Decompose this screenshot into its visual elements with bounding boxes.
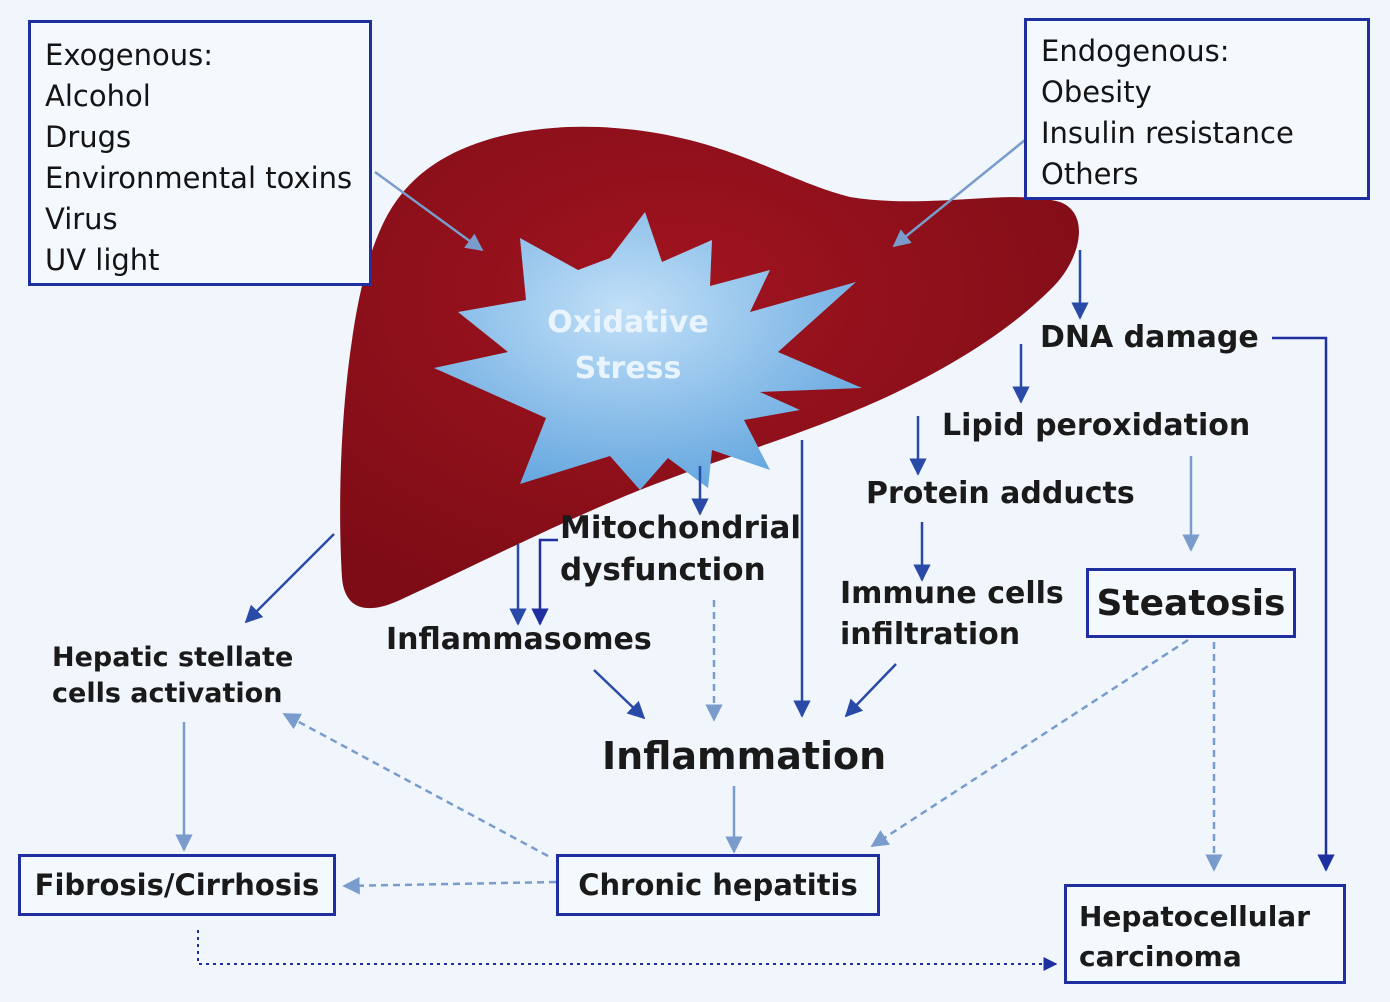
arrow-mito-to-inflammasomes xyxy=(531,538,558,626)
exogenous-item-drugs: Drugs xyxy=(45,120,132,154)
arrow-dna-to-hcc xyxy=(1272,336,1335,872)
arrow-inflammasomes-to-inflammation xyxy=(593,669,646,720)
mitochondrial-line2: dysfunction xyxy=(560,551,766,588)
arrow-endogenous-to-stress xyxy=(892,139,1026,248)
endogenous-item-insulin-resistance: Insulin resistance xyxy=(1041,116,1294,150)
arrow-immune-to-inflammation xyxy=(844,663,897,718)
hcc-line2: carcinoma xyxy=(1079,940,1242,973)
chronic-hepatitis-box: Chronic hepatitis xyxy=(556,854,880,916)
protein-adducts-label: Protein adducts xyxy=(866,476,1135,511)
exogenous-item-environmental-toxins: Environmental toxins xyxy=(45,161,353,195)
endogenous-heading: Endogenous: xyxy=(1041,34,1230,68)
arrow-chronic-to-fibrosis xyxy=(342,876,557,895)
endogenous-item-others: Others xyxy=(1041,157,1139,191)
fibrosis-box: Fibrosis/Cirrhosis xyxy=(18,854,336,916)
immune-line1: Immune cells xyxy=(840,576,1064,611)
immune-line2: infiltration xyxy=(840,616,1021,652)
oxidative-stress-label: Oxidative Stress xyxy=(490,300,766,392)
inflammasomes-label: Inflammasomes xyxy=(386,622,652,657)
hepatic-stellate-label: Hepatic stellate cells activation xyxy=(52,640,293,713)
steatosis-box: Steatosis xyxy=(1086,568,1296,638)
exogenous-item-alcohol: Alcohol xyxy=(45,79,151,113)
dna-damage-label: DNA damage xyxy=(1040,320,1259,355)
exogenous-heading: Exogenous: xyxy=(45,38,213,72)
steatosis-label: Steatosis xyxy=(1096,582,1286,624)
endogenous-item-obesity: Obesity xyxy=(1041,75,1152,109)
mitochondrial-line1: Mitochondrial xyxy=(560,510,802,546)
exogenous-item-uv-light: UV light xyxy=(45,243,160,277)
immune-cells-infiltration-label: Immune cells infiltration xyxy=(840,574,1064,655)
arrow-fibrosis-to-hcc xyxy=(197,930,1058,971)
arrow-chronic-to-hsc xyxy=(282,712,549,858)
hcc-line1: Hepatocellular xyxy=(1079,900,1310,933)
endogenous-box: Endogenous: Obesity Insulin resistance O… xyxy=(1024,18,1370,200)
chronic-hepatitis-label: Chronic hepatitis xyxy=(578,868,858,902)
lipid-peroxidation-label: Lipid peroxidation xyxy=(942,408,1251,443)
arrow-steatosis-to-chronic xyxy=(870,638,1189,848)
arrow-liver-to-hsc xyxy=(244,533,335,624)
oxidative-stress-line1: Oxidative xyxy=(547,305,709,340)
mitochondrial-dysfunction-label: Mitochondrial dysfunction xyxy=(560,508,801,592)
arrow-exogenous-to-stress xyxy=(374,170,484,252)
inflammation-label: Inflammation xyxy=(602,734,887,778)
exogenous-item-virus: Virus xyxy=(45,202,118,236)
oxidative-stress-line2: Stress xyxy=(574,351,682,386)
exogenous-box: Exogenous: Alcohol Drugs Environmental t… xyxy=(28,20,372,286)
hcc-box: Hepatocellular carcinoma xyxy=(1064,884,1346,984)
hsc-line1: Hepatic stellate xyxy=(52,642,294,673)
hsc-line2: cells activation xyxy=(52,678,283,710)
oxidative-stress-burst xyxy=(434,212,862,490)
fibrosis-label: Fibrosis/Cirrhosis xyxy=(34,868,320,902)
